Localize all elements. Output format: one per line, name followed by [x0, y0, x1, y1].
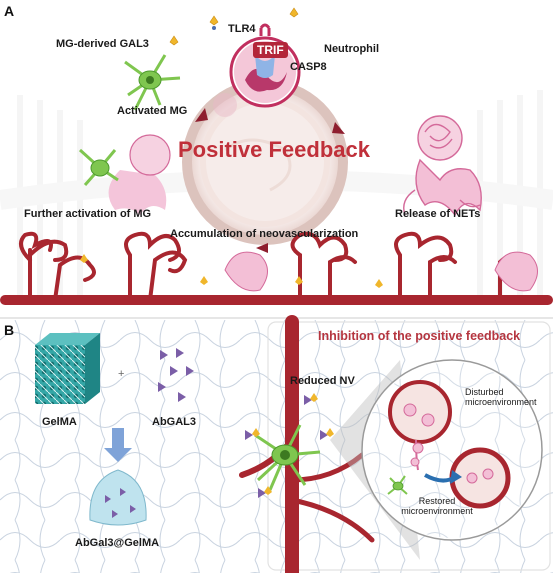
nets-on-vessels: [224, 251, 538, 292]
microglia-b: [254, 424, 321, 491]
neutrophil-cell: [229, 23, 301, 108]
inhibition-title: Inhibition of the positive feedback: [318, 329, 521, 343]
plus-sign: +: [118, 368, 125, 380]
abgal3-antibodies: [158, 348, 194, 402]
inhibition-panel: [267, 321, 551, 571]
reduced-nv-label: Reduced NV: [290, 375, 355, 387]
panel-a-label: A: [4, 3, 15, 19]
gal3-on-vessels: [80, 254, 383, 288]
tlr4-label: TLR4: [228, 23, 256, 35]
faded-neutrophil: [213, 93, 237, 117]
gal3-label: MG-derived GAL3: [56, 38, 149, 50]
nets-label: Release of NETs: [395, 208, 481, 220]
mg-net-cluster: [78, 134, 171, 215]
abgal3-label: AbGAL3: [152, 416, 196, 428]
arrow-to-mg: [195, 108, 208, 122]
gal3-molecules: [169, 7, 299, 46]
restored-label: Restored microenvironment: [401, 496, 473, 516]
abgal3-gelma-label: AbGal3@GelMA: [75, 537, 160, 549]
neovascularization-label: Accumulation of neovascularization: [170, 228, 359, 240]
positive-feedback-title: Positive Feedback: [178, 137, 370, 162]
abgal3-gelma-drop: [89, 469, 147, 526]
antibody-gal3-complexes: [245, 428, 334, 498]
arrow-to-nv: [256, 243, 268, 253]
arrow-to-nets: [332, 122, 345, 134]
trif-label: TRIF: [253, 42, 288, 58]
panel-b-label: B: [4, 322, 15, 338]
panel-b: [0, 315, 553, 573]
tlr4-receptor: [259, 23, 271, 36]
further-activation-label: Further activation of MG: [24, 208, 152, 220]
vessel-network-a: [0, 231, 553, 305]
cycle-arrows: [195, 108, 345, 253]
gelma-cube: [35, 333, 100, 404]
casp8-label: CASP8: [290, 61, 327, 73]
gelma-label: GelMA: [42, 416, 77, 428]
zoom-circle: [361, 359, 543, 541]
microglia-zoom: [387, 475, 408, 495]
neutrophil-label: Neutrophil: [324, 43, 379, 55]
restored-vessel: [449, 447, 511, 509]
activated-mg-label: Activated MG: [117, 105, 188, 117]
microglia-activated: [124, 54, 181, 111]
process-arrow: [104, 428, 132, 462]
reduced-nv-marker: [304, 393, 318, 405]
disturbed-vessel: [388, 380, 452, 471]
nets-structure: [403, 115, 482, 217]
disturbed-label: Disturbed microenvironment: [465, 387, 537, 407]
